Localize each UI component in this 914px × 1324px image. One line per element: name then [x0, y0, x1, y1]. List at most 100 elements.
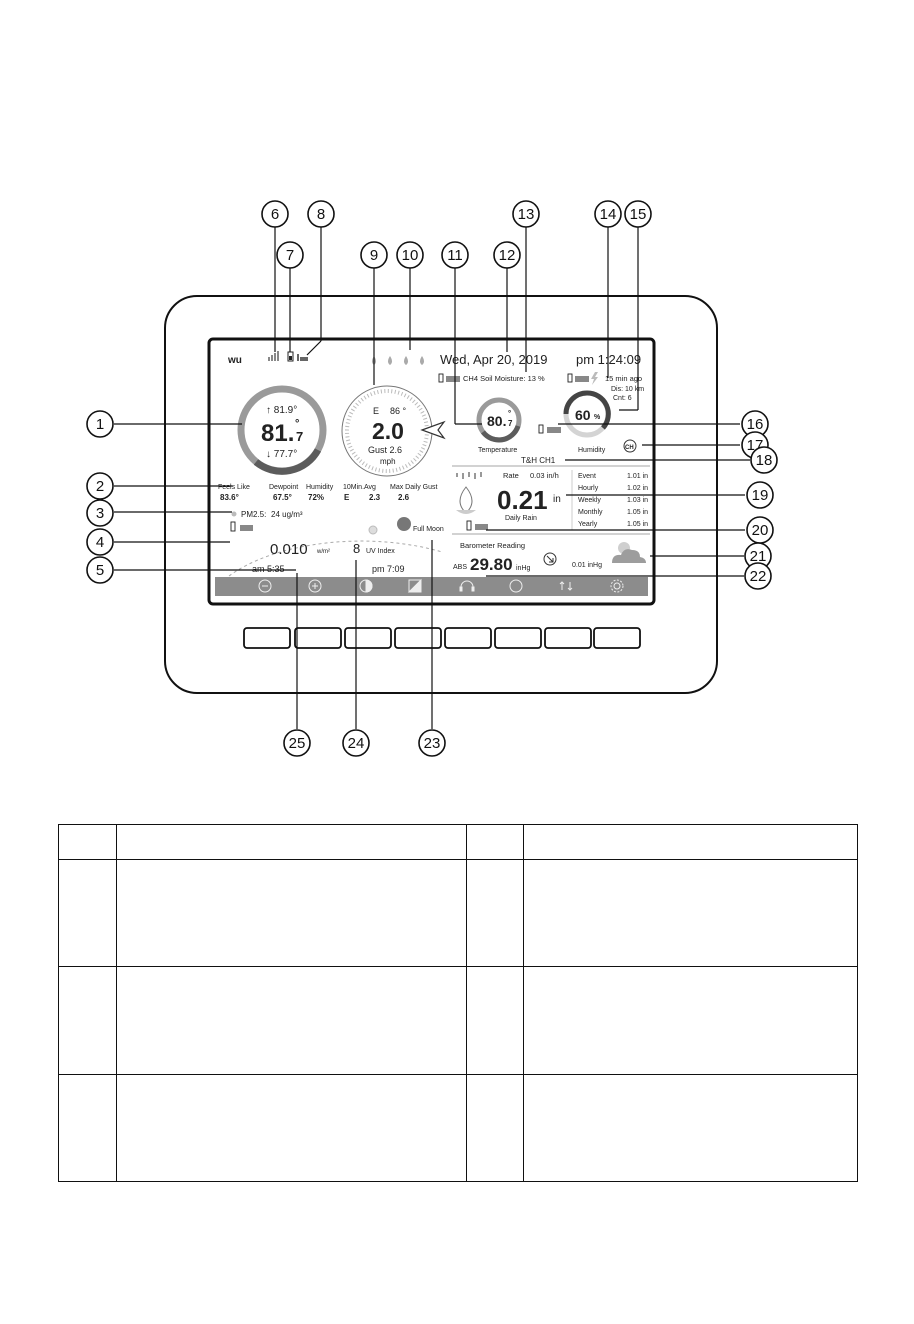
minus-icon[interactable] [258, 579, 272, 593]
soil-signal-icon [446, 376, 460, 382]
channel-scroll-icon [623, 439, 637, 453]
gear-icon[interactable] [610, 579, 624, 593]
svg-text:2: 2 [96, 478, 104, 495]
svg-text:7: 7 [286, 247, 294, 264]
table-cell [523, 966, 858, 1075]
sun-icon [368, 525, 378, 535]
pressure-trend-icon [543, 552, 557, 566]
svg-text:16: 16 [747, 416, 764, 433]
svg-text:Weekly: Weekly [578, 497, 601, 504]
svg-text:23: 23 [424, 735, 441, 752]
svg-text:83.6°: 83.6° [220, 493, 239, 502]
pm25-label: PM2.5: [241, 510, 266, 519]
contrast-icon[interactable] [359, 579, 373, 593]
svg-text:1: 1 [96, 416, 104, 433]
callout-13: 13 [512, 200, 540, 228]
table-cell [523, 1073, 858, 1183]
channel-humidity-gauge-arc [563, 390, 611, 430]
callout-21: 21 [744, 542, 772, 570]
channel-temp-label: Temperature [478, 447, 517, 454]
svg-text:72%: 72% [308, 493, 324, 502]
console-button-6[interactable] [494, 627, 542, 649]
svg-text:25: 25 [289, 735, 306, 752]
sun-path-arc [228, 540, 443, 577]
rain-signal-icon [475, 524, 488, 530]
svg-text:13: 13 [518, 206, 535, 223]
outdoor-temp-decimal: 7 [296, 429, 303, 444]
svg-text:15: 15 [630, 206, 647, 223]
svg-text:Monthly: Monthly [578, 509, 603, 516]
console-button-1[interactable] [243, 627, 291, 649]
console-button-3[interactable] [344, 627, 392, 649]
channel-icon[interactable] [509, 579, 523, 593]
rain-level-dots [456, 472, 482, 479]
outdoor-temp-value: 81. [261, 420, 294, 447]
wind-speed: 2.0 [372, 418, 404, 444]
svg-text:8: 8 [317, 206, 325, 223]
sort-icon[interactable] [559, 581, 573, 591]
svg-text:Feels Like: Feels Like [218, 484, 250, 491]
callout-11: 11 [441, 241, 469, 269]
svg-text:19: 19 [752, 487, 769, 504]
console-button-4[interactable] [394, 627, 442, 649]
callout-15: 15 [624, 200, 652, 228]
daily-rain-value: 0.21 [497, 485, 548, 515]
channel-humidity-value: 60 [575, 407, 591, 423]
callout-24: 24 [342, 729, 370, 757]
table-row [58, 966, 858, 1075]
console-button-2[interactable] [294, 627, 342, 649]
svg-text:4: 4 [96, 534, 104, 551]
rain-rate-label: Rate [503, 471, 519, 480]
channel-temp-degree: ° [508, 409, 511, 418]
barometer-value: 29.80 [470, 555, 513, 574]
callout-1: 1 [86, 410, 114, 438]
headset-icon[interactable] [459, 580, 475, 592]
outdoor-temp-gauge-arc [253, 448, 322, 475]
svg-text:Max Daily Gust: Max Daily Gust [390, 484, 438, 491]
svg-text:2.6: 2.6 [398, 493, 410, 502]
table-header-row [58, 824, 858, 860]
svg-text:3: 3 [96, 505, 104, 522]
console-button-7[interactable] [544, 627, 592, 649]
callout-7: 7 [276, 241, 304, 269]
callout-3: 3 [86, 499, 114, 527]
outdoor-temp-max: ↑ 81.9° [266, 405, 297, 416]
lightning-ago: 15 min ago [605, 374, 642, 383]
barometer-abs-label: ABS [453, 564, 467, 571]
channel-temp-decimal: 7 [508, 419, 513, 428]
svg-text:1.03 in: 1.03 in [627, 497, 648, 504]
svg-text:10Min.Avg: 10Min.Avg [343, 484, 376, 491]
svg-text:9: 9 [370, 247, 378, 264]
outdoor-temp-min: ↓ 77.7° [266, 449, 297, 460]
callout-19: 19 [746, 481, 774, 509]
wind-direction-arrow [420, 420, 446, 440]
svg-text:67.5°: 67.5° [273, 493, 292, 502]
callout-18: 18 [750, 446, 778, 474]
channel-temp-gauge-arc [481, 425, 521, 443]
brightness-icon[interactable] [407, 578, 422, 593]
barometer-unit: inHg [516, 565, 531, 572]
stats-values: 83.6° 67.5° 72% E 2.3 2.6 [220, 493, 410, 502]
plus-icon[interactable] [308, 579, 322, 593]
date-text: Wed, Apr 20, 2019 [440, 352, 547, 367]
soil-moisture-text: CH4 Soil Moisture: 13 % [463, 374, 545, 383]
rain-battery-icon [466, 520, 472, 531]
channel-humidity-label: Humidity [578, 447, 606, 454]
console-button-8[interactable] [593, 627, 641, 649]
console-diagram: wu Wed, Apr 20, 2019 pm 1:24:09 CH4 Soil… [86, 200, 778, 757]
svg-text:Hourly: Hourly [578, 485, 599, 492]
callout-6: 6 [261, 200, 289, 228]
console-button-5[interactable] [444, 627, 492, 649]
callout-4: 4 [86, 528, 114, 556]
solar-unit: w/m² [316, 549, 330, 555]
svg-text:24: 24 [348, 735, 365, 752]
callout-5: 5 [86, 556, 114, 584]
svg-text:6: 6 [271, 206, 279, 223]
callout-leaders [114, 227, 750, 729]
lightning-signal-icon [575, 376, 589, 382]
barometer-title: Barometer Reading [460, 541, 525, 550]
lightning-distance: Dis: 10 km [611, 386, 644, 393]
wind-gust: Gust 2.6 [368, 445, 402, 455]
svg-text:Dewpoint: Dewpoint [269, 484, 298, 491]
